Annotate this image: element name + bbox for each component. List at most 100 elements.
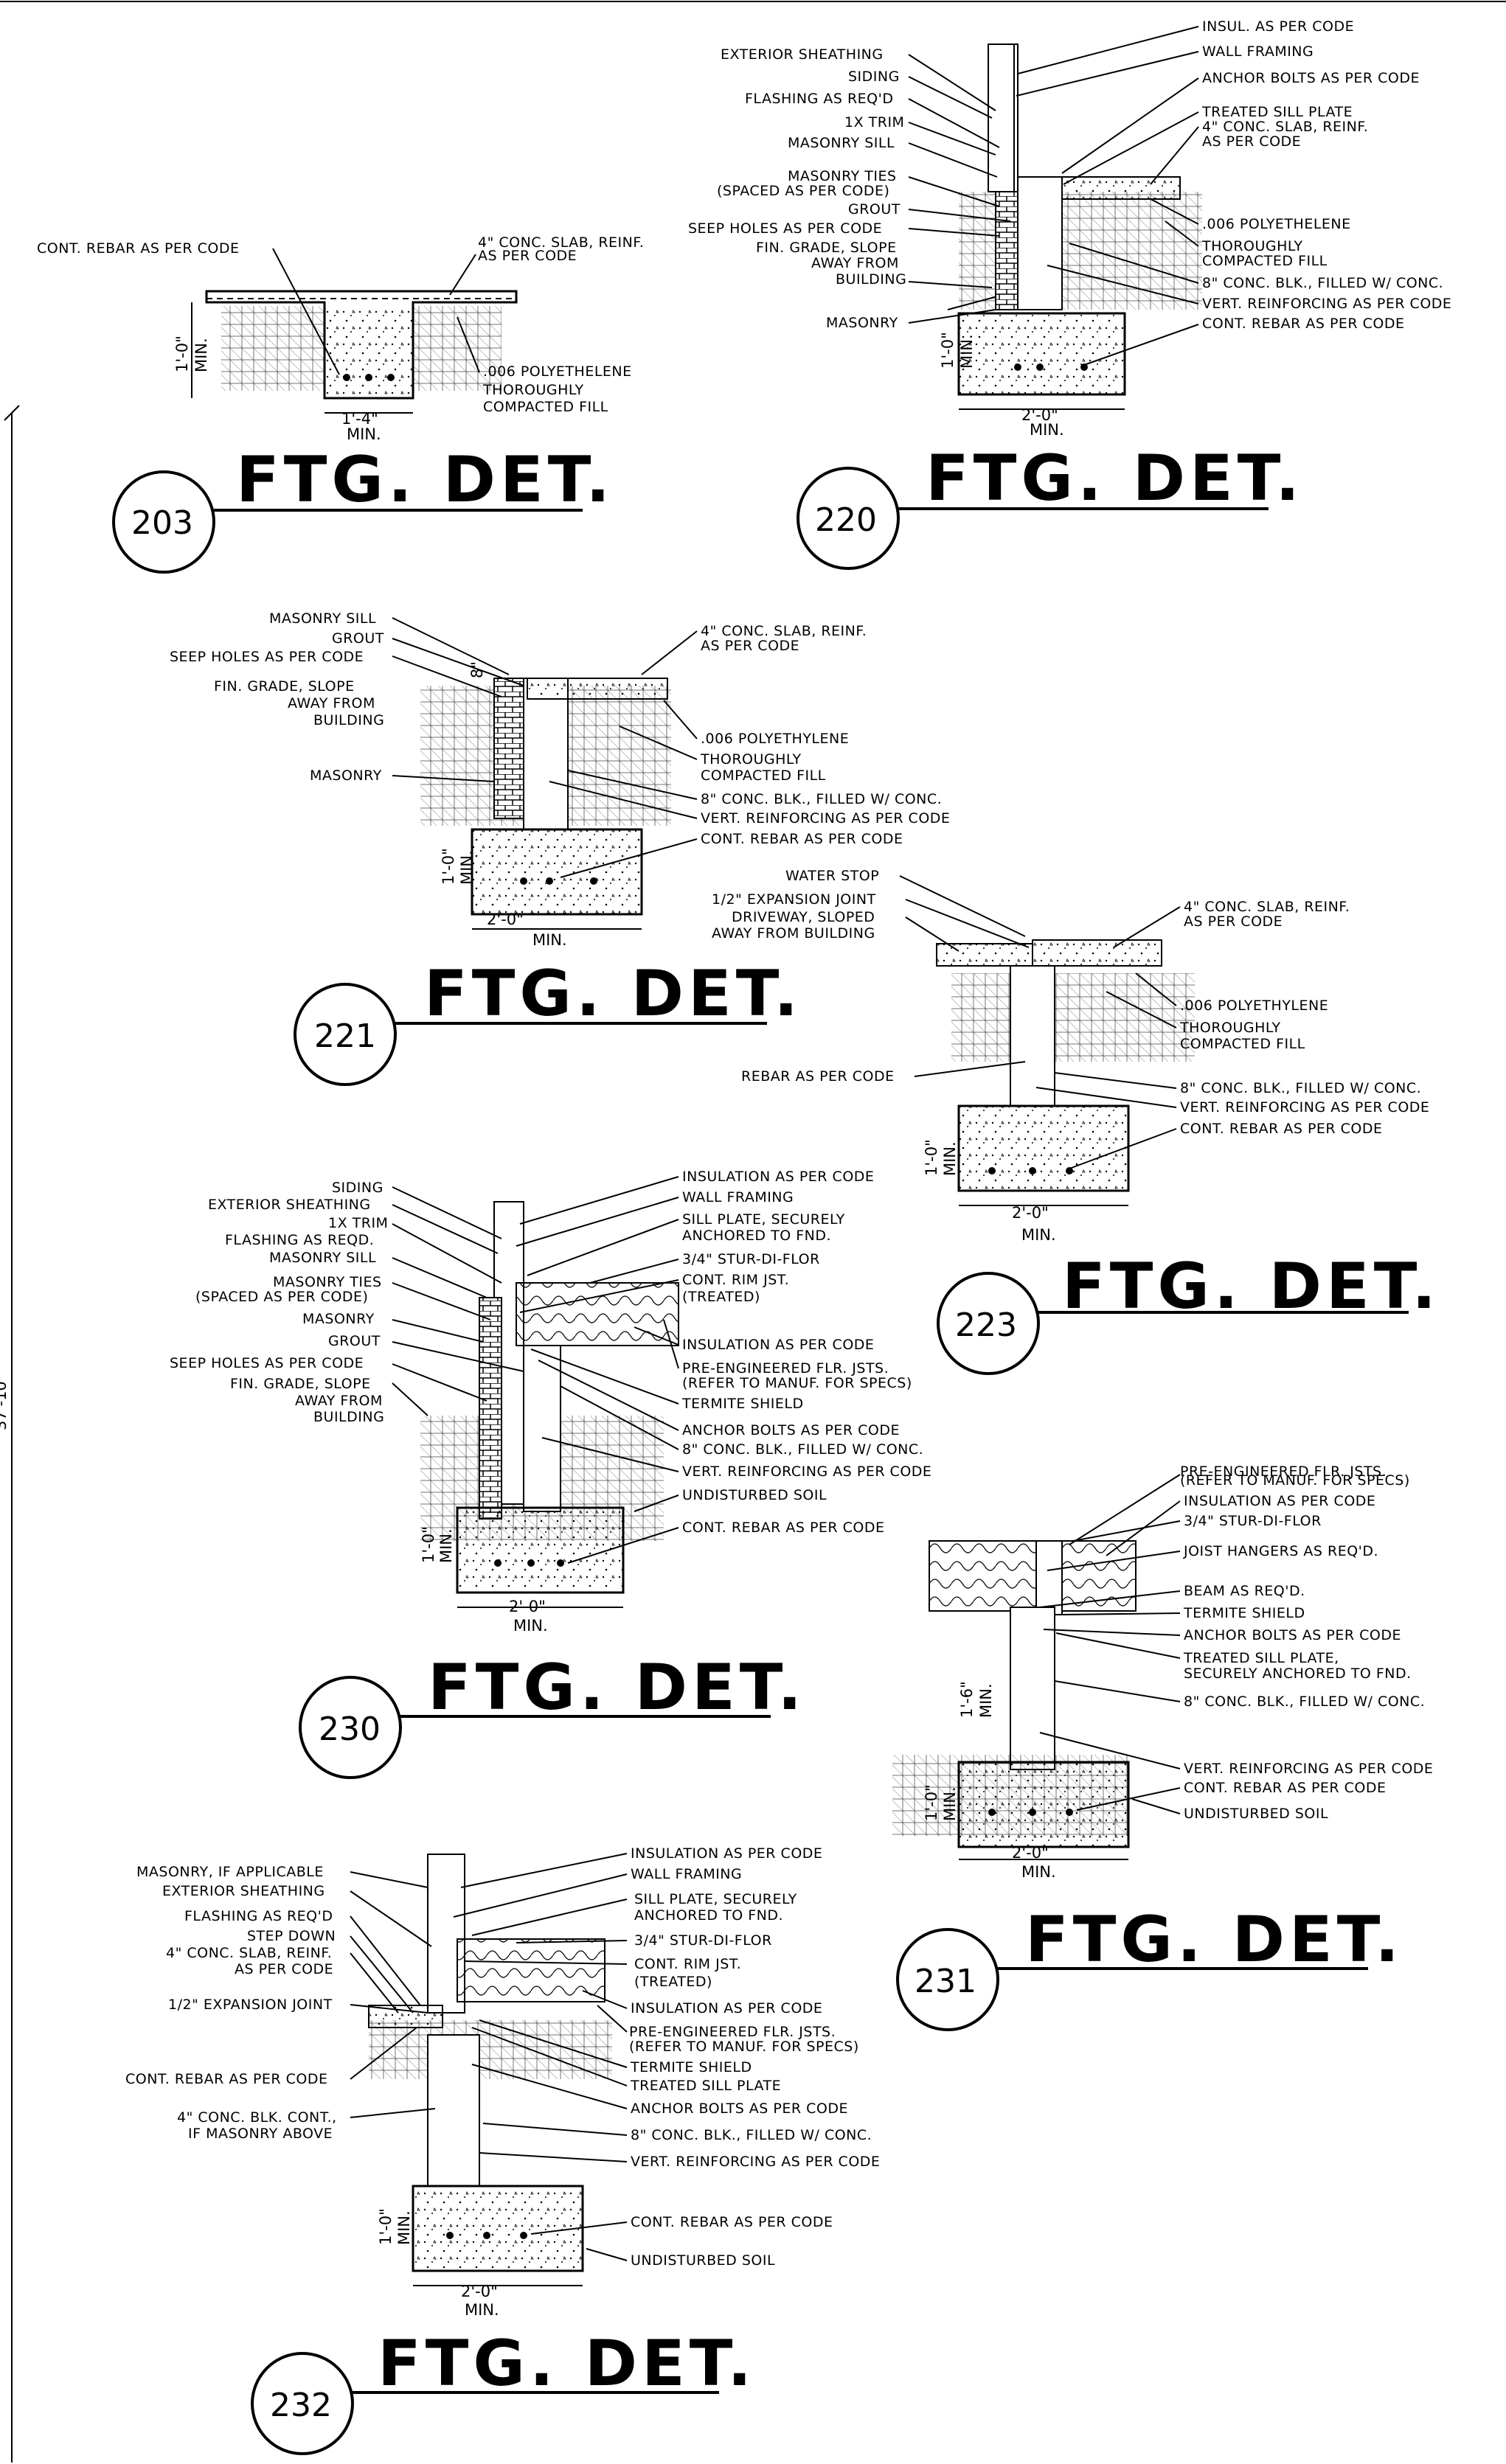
detail-220-label-right-9: 8" CONC. BLK., FILLED W/ CONC. [1202,275,1443,291]
detail-230-label-left-6: (SPACED AS PER CODE) [195,1289,368,1305]
detail-230-drawing [420,1201,679,1608]
detail-231-label-right-0: PRE-ENGINEERED FLR. JSTS. [1180,1464,1387,1480]
detail-232-label-right-3: ANCHORED TO FND. [634,1907,783,1924]
detail-221-label-right-6: VERT. REINFORCING AS PER CODE [701,810,950,826]
detail-232-label-right-1: WALL FRAMING [631,1866,742,1882]
detail-230: SIDING EXTERIOR SHEATHING 1X TRIM FLASHI… [170,1169,931,1779]
detail-232-label-left-1: EXTERIOR SHEATHING [162,1883,325,1899]
detail-232-label-right-7: INSULATION AS PER CODE [631,2000,822,2016]
detail-232-label-right-15: CONT. REBAR AS PER CODE [631,2214,833,2230]
detail-221-bubble [294,983,397,1086]
detail-230-label-right-6: (TREATED) [682,1289,760,1305]
detail-230-label-right-10: TERMITE SHIELD [681,1396,804,1412]
detail-223: WATER STOP 1/2" EXPANSION JOINT DRIVEWAY… [712,868,1440,1375]
detail-220-height-dim: 1'-0" [939,332,957,369]
detail-232-label-right-11: TREATED SILL PLATE [630,2078,781,2094]
detail-232-label-right-2: SILL PLATE, SECURELY [634,1891,797,1907]
detail-221-number: 221 [314,1017,376,1055]
detail-231-number: 231 [915,1963,976,2000]
detail-232-label-right-12: ANCHOR BOLTS AS PER CODE [631,2101,848,2117]
detail-221-extra-dim: 8" [468,661,486,678]
detail-231-extra-note: MIN. [977,1683,995,1718]
detail-230-label-left-2: 1X TRIM [328,1215,388,1231]
detail-220-width-note: MIN. [1030,421,1064,439]
detail-230-label-left-8: GROUT [328,1333,381,1349]
detail-221-title: FTG. DET. [424,957,802,1031]
detail-231: PRE-ENGINEERED FLR. JSTS. (REFER TO MANU… [892,1464,1433,2031]
detail-231-width-dim: 2'-0" [1012,1844,1049,1862]
detail-230-label-left-5: MASONRY TIES [273,1274,382,1290]
detail-220-label-right-4: 4" CONC. SLAB, REINF. [1202,119,1368,135]
detail-232-width-dim: 2'-0" [461,2283,498,2300]
detail-221-label-left-2: SEEP HOLES AS PER CODE [170,649,364,665]
detail-223-height-note: MIN. [941,1141,959,1176]
detail-223-label-right-0: 4" CONC. SLAB, REINF. [1184,899,1350,915]
detail-231-label-right-8: TREATED SILL PLATE, [1183,1650,1339,1666]
detail-232-number: 232 [270,2387,332,2424]
detail-232-height-dim: 1'-0" [377,2208,395,2245]
detail-230-label-left-3: FLASHING AS REQD. [225,1232,374,1248]
detail-230-label-right-2: SILL PLATE, SECURELY [682,1211,845,1228]
detail-231-label-right-1: (REFER TO MANUF. FOR SPECS) [1180,1472,1410,1489]
detail-203-label-right-1: AS PER CODE [478,248,577,264]
detail-220-drawing [947,43,1202,410]
detail-232-label-right-8: PRE-ENGINEERED FLR. JSTS. [629,2024,836,2040]
detail-220-number: 220 [815,501,877,539]
detail-223-bubble [937,1272,1040,1375]
detail-232-label-right-10: TERMITE SHIELD [630,2059,752,2075]
detail-220-label-left-10: AWAY FROM [811,255,899,271]
detail-221-height-note: MIN. [458,850,476,885]
detail-220-label-left-2: FLASHING AS REQ'D [745,91,894,107]
detail-221-label-right-2: .006 POLYETHYLENE [701,731,849,747]
detail-220-label-right-11: CONT. REBAR AS PER CODE [1202,316,1405,332]
detail-230-label-right-7: INSULATION AS PER CODE [682,1337,874,1353]
detail-231-label-right-7: ANCHOR BOLTS AS PER CODE [1184,1627,1401,1643]
detail-221-label-left-1: GROUT [332,630,384,647]
detail-223-height-dim: 1'-0" [923,1139,940,1176]
detail-232-label-left-6: 1/2" EXPANSION JOINT [168,1997,333,2013]
detail-203-label-right-3: THOROUGHLY [482,382,584,398]
detail-232-label-right-13: 8" CONC. BLK., FILLED W/ CONC. [631,2127,872,2143]
detail-230-height-dim: 1'-0" [420,1526,437,1563]
detail-220-width-dim: 2'-0" [1021,406,1058,424]
detail-203-label-right-0: 4" CONC. SLAB, REINF. [478,234,644,251]
detail-232-label-right-9: (REFER TO MANUF. FOR SPECS) [629,2039,859,2055]
detail-231-label-right-10: 8" CONC. BLK., FILLED W/ CONC. [1184,1694,1425,1710]
detail-223-label-right-5: 8" CONC. BLK., FILLED W/ CONC. [1180,1080,1421,1096]
detail-223-title: FTG. DET. [1062,1250,1440,1323]
detail-203-height-note: MIN. [192,338,210,372]
detail-223-width-note: MIN. [1021,1226,1056,1244]
detail-231-height-note: MIN. [941,1786,959,1821]
detail-230-label-right-1: WALL FRAMING [682,1189,794,1205]
detail-232-title: FTG. DET. [378,2327,756,2401]
detail-232-label-left-7: CONT. REBAR AS PER CODE [125,2071,328,2087]
detail-230-label-left-4: MASONRY SILL [269,1250,376,1266]
detail-221-label-left-0: MASONRY SILL [269,610,376,627]
detail-220-title: FTG. DET. [926,442,1304,515]
detail-220-height-note: MIN. [958,334,976,369]
detail-223-label-left-2: DRIVEWAY, SLOPED [732,909,875,925]
detail-220-label-left-6: (SPACED AS PER CODE) [717,183,889,199]
detail-221-label-left-6: MASONRY [310,768,382,784]
detail-203-width-note: MIN. [347,425,381,443]
detail-220-label-right-3: TREATED SILL PLATE [1201,104,1353,120]
detail-230-label-right-14: UNDISTURBED SOIL [682,1487,827,1503]
detail-230-label-right-12: 8" CONC. BLK., FILLED W/ CONC. [682,1441,923,1458]
detail-230-height-note: MIN. [437,1528,455,1563]
detail-232-label-left-2: FLASHING AS REQ'D [184,1908,333,1924]
detail-231-width-note: MIN. [1021,1863,1056,1881]
detail-231-label-right-3: 3/4" STUR-DI-FLOR [1184,1513,1322,1529]
sheet-dimension-label: 37'-10" [0,1374,10,1430]
detail-231-title: FTG. DET. [1025,1903,1403,1977]
detail-221-label-right-0: 4" CONC. SLAB, REINF. [701,623,867,639]
detail-203-label-right-2: .006 POLYETHELENE [483,363,632,380]
detail-203-label-right-4: COMPACTED FILL [483,399,608,415]
detail-232: MASONRY, IF APPLICABLE EXTERIOR SHEATHIN… [125,1845,880,2455]
detail-230-label-left-12: BUILDING [313,1409,384,1425]
detail-223-number: 223 [955,1306,1017,1344]
detail-232-label-left-9: IF MASONRY ABOVE [188,2126,333,2142]
detail-231-label-right-13: UNDISTURBED SOIL [1184,1806,1328,1822]
detail-221-label-left-3: FIN. GRADE, SLOPE [214,678,355,695]
detail-232-label-right-14: VERT. REINFORCING AS PER CODE [631,2154,880,2170]
detail-223-label-right-1: AS PER CODE [1184,913,1283,930]
